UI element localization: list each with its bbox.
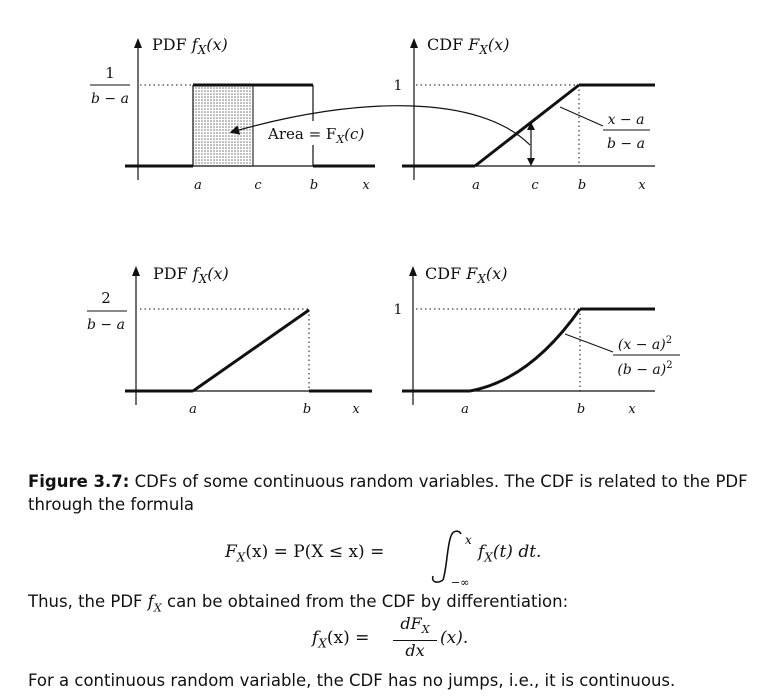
x-tick-b: b (578, 178, 586, 193)
y-tick-1: 1 (394, 78, 403, 94)
formula-derivative: fX(x) = (312, 628, 370, 651)
curve-den: (b − a)2 (617, 360, 672, 378)
plot-cdf-quadratic: CDF FX(x) 1 a b x (x − a)2 (b − a)2 (394, 264, 680, 417)
y-axis-arrow (134, 38, 142, 48)
svg-text:−∞: −∞ (451, 576, 469, 588)
derivative-fraction: dFX dx (393, 614, 437, 661)
text-continuous: For a continuous random variable, the CD… (28, 671, 676, 690)
y-tick-den: b − a (91, 91, 129, 107)
formula-derivative-rest: (x). (440, 628, 469, 648)
plot-title: PDF fX(x) (153, 264, 229, 286)
text-thus: Thus, the PDF fX can be obtained from th… (28, 592, 569, 615)
x-tick-c: c (254, 178, 262, 193)
svg-text:x: x (465, 533, 472, 547)
cdf-curve (469, 308, 582, 393)
plot-title: CDF FX(x) (427, 35, 509, 57)
value-arrow-down (527, 158, 535, 166)
y-tick-1: 1 (394, 302, 403, 318)
y-tick-den: b − a (87, 317, 125, 333)
plot-pdf-uniform: PDF fX(x) 1 b − a a c b x Area = FX(c) (90, 35, 375, 193)
x-tick-a: a (189, 402, 197, 417)
figure-caption: Figure 3.7: CDFs of some continuous rand… (28, 470, 753, 516)
y-tick-num: 2 (101, 289, 111, 307)
curve-num: (x − a)2 (618, 335, 672, 353)
shaded-area (193, 85, 253, 166)
x-tick-a: a (472, 178, 480, 193)
x-tick-x: x (628, 402, 636, 417)
pdf-line-ramp (192, 308, 310, 393)
x-tick-a: a (194, 178, 202, 193)
figure-3-7: PDF fX(x) 1 b − a a c b x Area = FX(c) C… (87, 35, 680, 417)
y-tick-num: 1 (105, 64, 115, 82)
value-arrow-up (527, 122, 535, 130)
area-arrow (229, 105, 531, 146)
area-label: Area = FX(c) (267, 125, 364, 146)
y-axis-arrow (132, 266, 140, 276)
curve-leader (564, 333, 614, 353)
cdf-line-ramp (474, 83, 580, 168)
plot-title: PDF fX(x) (152, 35, 228, 57)
slope-den: b − a (607, 136, 645, 152)
x-tick-b: b (577, 402, 585, 417)
x-tick-b: b (310, 178, 318, 193)
caption-label: Figure 3.7: (28, 472, 130, 491)
slope-leader (559, 106, 604, 127)
y-axis-arrow (409, 266, 417, 276)
x-tick-x: x (352, 402, 360, 417)
x-tick-c: c (531, 178, 539, 193)
x-tick-a: a (461, 402, 469, 417)
slope-num: x − a (608, 112, 645, 128)
y-axis-arrow (410, 38, 418, 48)
plot-cdf-uniform: CDF FX(x) 1 a c b x x − a b − a (394, 35, 655, 193)
x-tick-x: x (638, 178, 646, 193)
formula-cdf-integral: FX(x) = P(X ≤ x) = (225, 542, 385, 565)
formula-integrand: fX(t) dt. (478, 542, 542, 565)
x-tick-b: b (303, 402, 311, 417)
plot-pdf-linear: PDF fX(x) 2 b − a a b x (87, 264, 372, 417)
integral-sign: x −∞ (431, 530, 472, 588)
x-tick-x: x (362, 178, 370, 193)
caption-text: CDFs of some continuous random variables… (28, 472, 748, 514)
plot-title: CDF FX(x) (425, 264, 507, 286)
